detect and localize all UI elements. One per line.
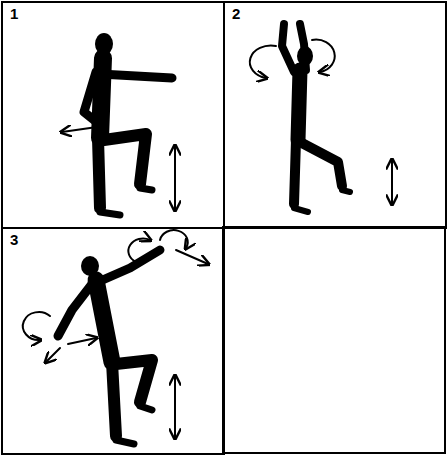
- callout-number: 2: [232, 6, 240, 23]
- figure-arm-circles: [23, 230, 208, 444]
- figure-marching: [62, 33, 175, 215]
- figure-arms-raised: [250, 24, 392, 212]
- callout-number: 3: [10, 232, 18, 249]
- exercise-panel: 1: [1, 1, 225, 229]
- empty-panel: [223, 227, 445, 453]
- callout-number: 1: [10, 6, 18, 23]
- exercise-panel: 2: [223, 1, 447, 229]
- exercise-panel: 3: [1, 227, 225, 455]
